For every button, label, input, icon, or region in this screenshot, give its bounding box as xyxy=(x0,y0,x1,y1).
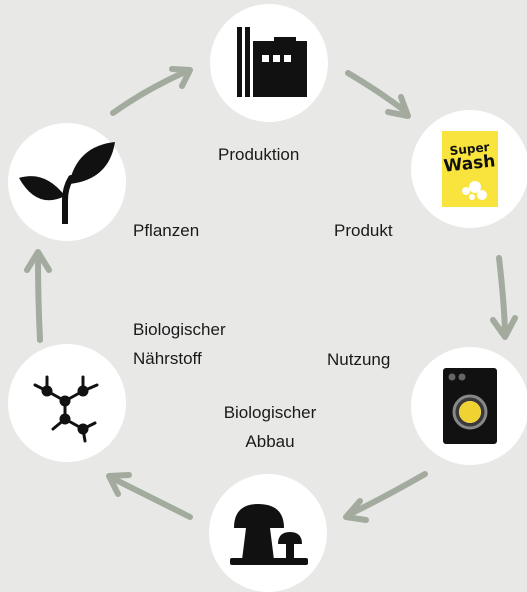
detergent-box-icon: Super Wash xyxy=(442,131,498,207)
plants-node xyxy=(8,123,126,241)
arrow-usage-to-degradation xyxy=(343,471,428,523)
product-node: Super Wash xyxy=(411,110,527,228)
mushroom-icon xyxy=(230,504,308,565)
molecule-icon xyxy=(33,375,99,443)
plant-icon xyxy=(19,142,115,224)
label-degradation-line1: Biologischer xyxy=(223,403,317,422)
arrow-plants-to-production xyxy=(110,66,193,116)
label-usage: Nutzung xyxy=(327,350,391,369)
box-brand-line1: Super xyxy=(449,140,490,158)
arrow-production-to-product xyxy=(345,70,411,119)
label-plants: Pflanzen xyxy=(133,221,200,240)
label-nutrient-line1: Biologischer xyxy=(133,320,226,339)
degradation-node xyxy=(209,474,327,592)
label-degradation: Biologischer Abbau xyxy=(214,398,326,456)
usage-node xyxy=(411,347,527,465)
label-nutrient-line2: Nährstoff xyxy=(133,349,202,368)
label-product: Produkt xyxy=(334,221,393,240)
factory-icon xyxy=(237,27,307,97)
label-production: Produktion xyxy=(218,145,300,164)
production-node xyxy=(210,4,328,122)
label-degradation-line2: Abbau xyxy=(245,432,295,451)
nutrient-node xyxy=(8,344,126,462)
label-nutrient: Biologischer Nährstoff xyxy=(133,315,226,373)
arrow-nutrient-to-plants xyxy=(24,249,52,343)
arrow-degradation-to-nutrient xyxy=(106,472,193,520)
arrow-product-to-usage xyxy=(490,255,518,340)
washing-machine-icon xyxy=(443,368,497,444)
